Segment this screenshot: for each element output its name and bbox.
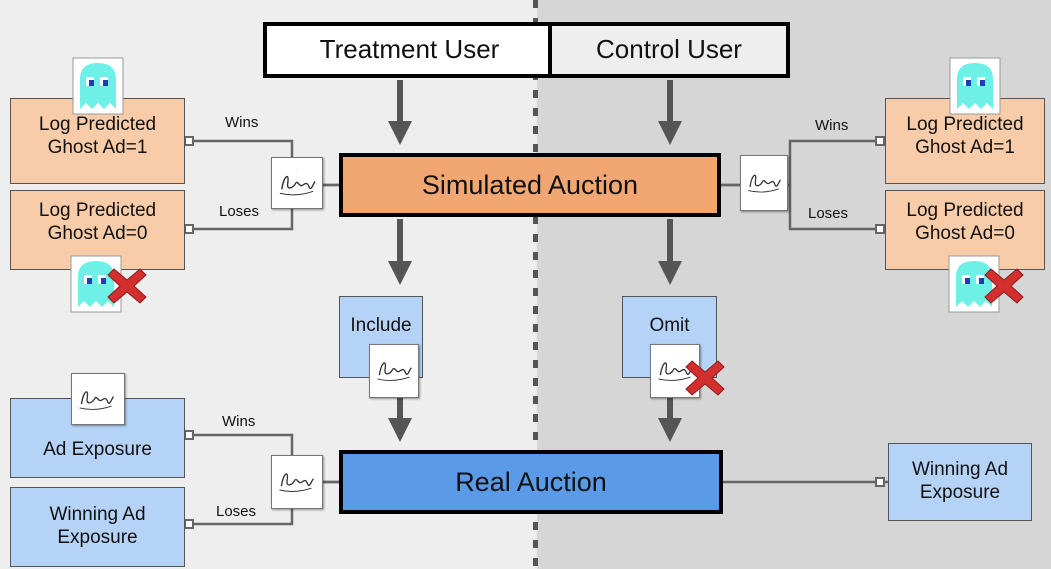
left-wins-bottom-label: Wins xyxy=(222,413,256,430)
ghost-icon xyxy=(949,57,1001,115)
signature-ad-icon: · xyxy=(271,157,323,209)
ghost-icon xyxy=(72,57,124,115)
left-winning-exposure-box: Winning Ad Exposure xyxy=(10,487,185,567)
treatment-user-box: Treatment User xyxy=(263,22,556,78)
right-wins-label: Wins xyxy=(815,117,849,134)
right-winning-exposure-box: Winning Ad Exposure xyxy=(888,443,1032,521)
ghost-icon xyxy=(948,255,1000,313)
left-wins-label: Wins xyxy=(225,114,259,131)
signature-ad-icon xyxy=(71,373,125,425)
signature-ad-icon xyxy=(369,344,419,398)
left-loses-label: Loses xyxy=(219,203,260,220)
right-loses-label: Loses xyxy=(808,205,849,222)
ghost-icon xyxy=(70,255,122,313)
red-x-icon xyxy=(107,268,147,304)
control-user-box: Control User xyxy=(548,22,790,78)
left-loses-bottom-label: Loses xyxy=(216,503,257,520)
signature-ad-icon xyxy=(740,155,788,211)
include-label: Include xyxy=(350,315,412,336)
panel-divider xyxy=(533,0,538,569)
red-x-icon xyxy=(984,268,1024,304)
signature-ad-icon xyxy=(271,455,323,509)
left-ghost-wins-box: Log Predicted Ghost Ad=1 xyxy=(10,98,185,184)
svg-text:·: · xyxy=(296,169,298,174)
simulated-auction-box: Simulated Auction xyxy=(339,153,721,217)
red-x-icon xyxy=(685,360,725,396)
real-auction-box: Real Auction xyxy=(339,450,723,514)
omit-label: Omit xyxy=(649,315,690,336)
